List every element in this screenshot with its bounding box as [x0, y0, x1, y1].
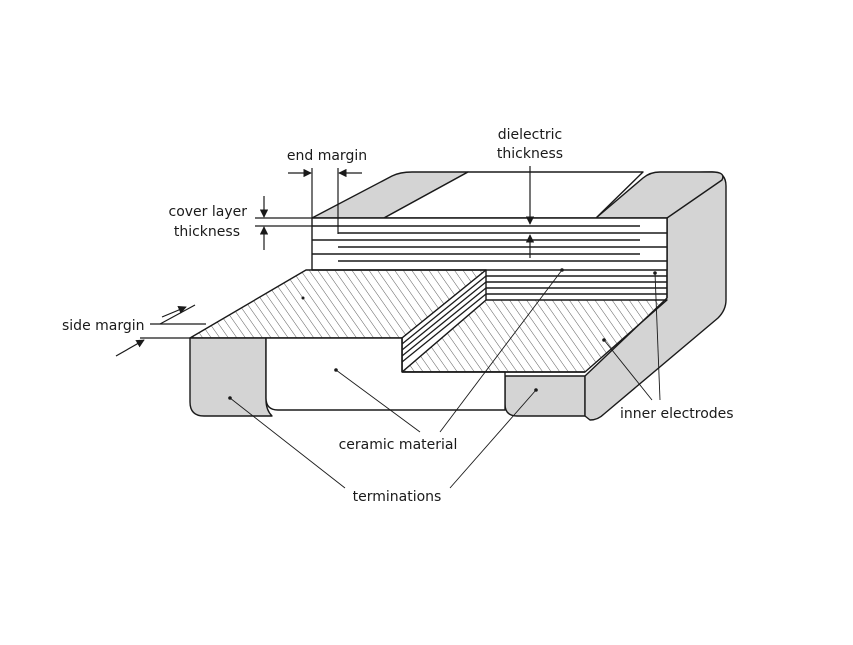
leader-term-2	[449, 389, 537, 489]
label-end-margin: end margin	[287, 148, 367, 164]
label-cover-layer-line2: thickness	[174, 224, 240, 240]
left-termination-front	[189, 337, 273, 417]
right-termination-top	[595, 171, 724, 219]
leader-ceramic-2	[439, 269, 563, 433]
label-dielectric-line2: thickness	[497, 146, 563, 162]
leader-electrodes-2	[603, 339, 653, 401]
leader-term-1	[229, 397, 346, 489]
right-termination-front	[504, 375, 586, 417]
label-cover-layer-line1: cover layer	[169, 204, 248, 220]
label-terminations: terminations	[353, 489, 442, 505]
label-ceramic-material: ceramic material	[339, 437, 458, 453]
left-termination-top	[311, 171, 469, 219]
leader-electrodes-1	[654, 272, 661, 401]
leader-ceramic-1	[335, 369, 421, 433]
label-side-margin: side margin	[62, 318, 145, 334]
label-inner-electrodes: inner electrodes	[620, 406, 734, 422]
label-dielectric-line1: dielectric	[498, 127, 562, 143]
